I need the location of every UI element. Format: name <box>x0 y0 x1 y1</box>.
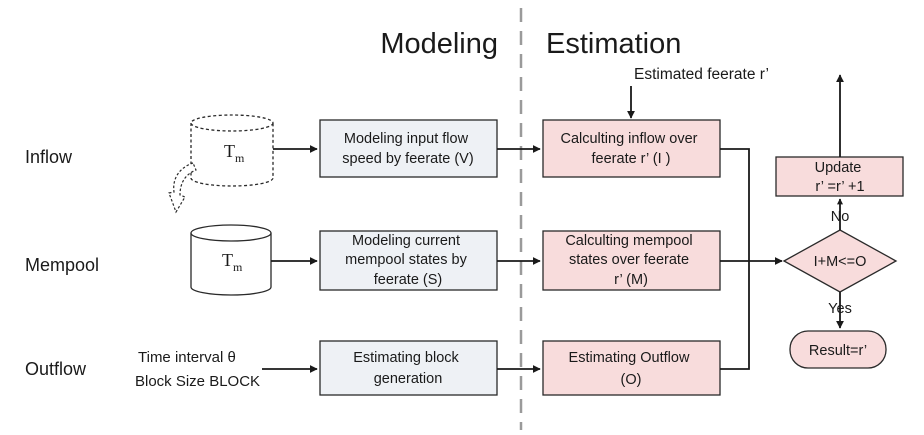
update-line1: Update <box>815 160 862 176</box>
svg-text:Modeling current mempool: Modeling current mempool states by feera… <box>345 233 471 288</box>
mempool-cylinder-sub: m <box>233 260 243 274</box>
modeling-outflow-line1: Estimating block <box>353 350 459 366</box>
estimation-mempool-line1: Calculting mempool <box>565 233 692 249</box>
modeling-box-outflow: Estimating block generation <box>319 340 498 396</box>
svg-text:Estimating Outflow (O): Estimating Outflow (O) <box>569 350 694 388</box>
branch-yes-label: Yes <box>828 301 852 317</box>
branch-no-label: No <box>831 209 850 225</box>
svg-text:Estimating block generat: Estimating block generation <box>353 350 463 387</box>
mempool-cylinder: Tm <box>190 224 272 296</box>
modeling-mempool-line3: feerate (S) <box>374 272 443 288</box>
estimation-box-outflow: Estimating Outflow (O) <box>542 340 721 396</box>
row-label-inflow: Inflow <box>25 147 73 167</box>
estimation-outflow-line1: Estimating Outflow <box>569 350 690 366</box>
decision-label: I+M<=O <box>814 254 867 270</box>
modeling-outflow-line2: generation <box>374 371 443 387</box>
estimation-inflow-line2: feerate r’ (I ) <box>592 151 671 167</box>
curved-flow-arrow <box>168 162 197 214</box>
connector-inflow-to-decision <box>720 148 750 261</box>
svg-text:Update r’ =r’ +1: Update r’ =r’ +1 <box>815 160 866 195</box>
estimation-mempool-line2: states over feerate <box>569 252 689 268</box>
update-box: Update r’ =r’ +1 <box>775 156 904 197</box>
inflow-cylinder-sub: m <box>235 151 245 165</box>
modeling-inflow-line2: speed by feerate (V) <box>342 151 473 167</box>
update-line2: r’ =r’ +1 <box>815 179 864 195</box>
result-terminal: Result=r’ <box>789 330 887 369</box>
result-label: Result=r’ <box>809 343 867 359</box>
connector-outflow-to-decision <box>720 261 750 370</box>
row-label-mempool: Mempool <box>25 255 99 275</box>
estimation-mempool-line3: r’ (M) <box>614 272 648 288</box>
estimation-box-mempool: Calculting mempool states over feerate r… <box>542 230 721 291</box>
outflow-input-block-size: Block Size BLOCK <box>135 373 260 390</box>
svg-text:Tm: Tm <box>222 250 243 274</box>
decision-diamond: I+M<=O <box>782 229 898 293</box>
outflow-input-time-interval: Time interval θ <box>138 349 236 366</box>
svg-text:Calculting inflow over f: Calculting inflow over feerate r’ (I ) <box>560 131 701 167</box>
svg-text:Modeling input flow spee: Modeling input flow speed by feerate (V) <box>342 131 473 167</box>
modeling-box-mempool: Modeling current mempool states by feera… <box>319 230 498 291</box>
header-estimation: Estimation <box>546 28 681 60</box>
modeling-mempool-line1: Modeling current <box>352 233 460 249</box>
row-label-outflow: Outflow <box>25 359 87 379</box>
header-modeling: Modeling <box>380 28 498 60</box>
inflow-cylinder: Tm <box>190 114 274 187</box>
estimation-box-inflow: Calculting inflow over feerate r’ (I ) <box>542 119 721 178</box>
estimation-inflow-line1: Calculting inflow over <box>560 131 697 147</box>
inflow-cylinder-label: T <box>224 141 235 161</box>
modeling-box-inflow: Modeling input flow speed by feerate (V) <box>319 119 498 178</box>
svg-text:Calculting mempool state: Calculting mempool states over feerate r… <box>565 233 696 288</box>
estimated-feerate-label: Estimated feerate r’ <box>634 66 769 83</box>
estimation-outflow-line2: (O) <box>621 372 642 388</box>
svg-text:Tm: Tm <box>224 141 245 165</box>
modeling-mempool-line2: mempool states by <box>345 252 467 268</box>
modeling-inflow-line1: Modeling input flow <box>344 131 469 147</box>
mempool-cylinder-label: T <box>222 250 233 270</box>
